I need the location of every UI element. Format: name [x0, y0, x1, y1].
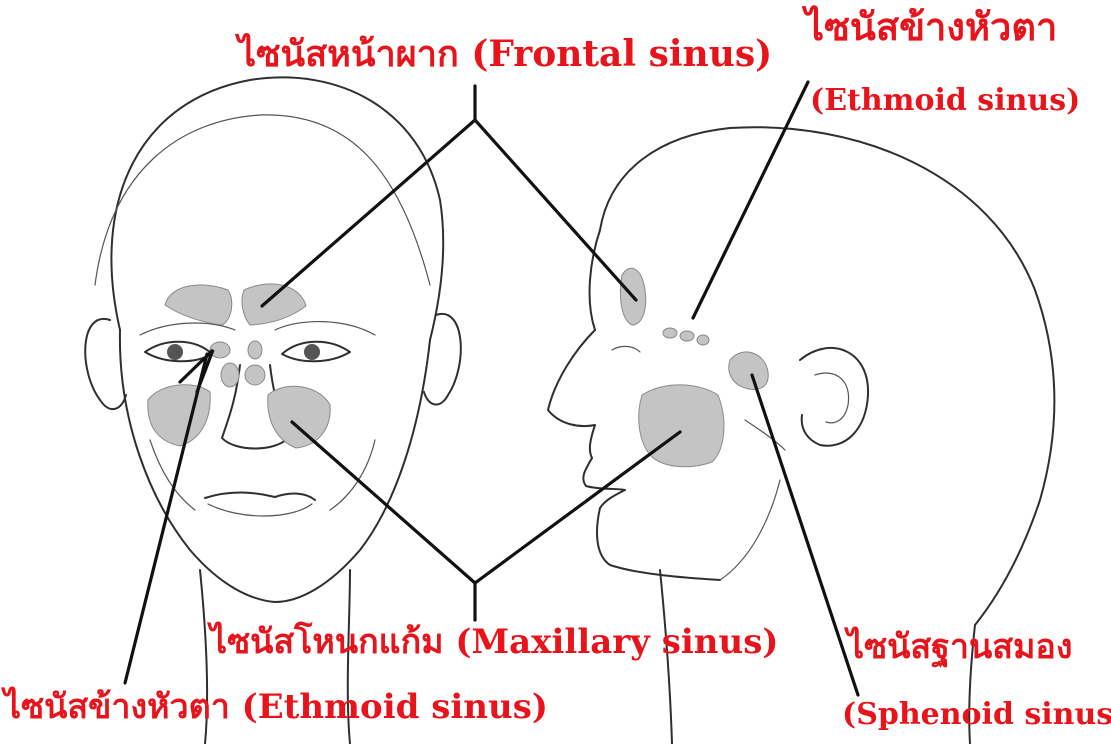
front-ethmoid-sinus-mid [248, 341, 262, 359]
upper-lip [205, 493, 315, 500]
frontal-sinus-label: ไซนัสหน้าผาก (Frontal sinus) [238, 36, 772, 72]
front-ethmoid-sinus-right [245, 365, 265, 385]
profile-ear-inner [815, 373, 849, 423]
lower-lip [208, 504, 312, 516]
front-maxillary-sinus-left [148, 385, 210, 446]
frontal-leader-to-front-face [262, 120, 475, 306]
sphenoid-sinus-label-english: (Sphenoid sinus) [842, 700, 1111, 730]
profile-eye [612, 346, 640, 352]
right-iris [304, 344, 320, 360]
frontal-leader-to-profile [475, 120, 636, 300]
hairline [95, 115, 430, 285]
profile-ear [800, 348, 868, 446]
maxillary-leader-to-profile [475, 432, 680, 583]
front-sphenoid-sinus [221, 363, 239, 387]
profile-nose [548, 330, 595, 458]
front-jaw-outline [120, 330, 430, 602]
ethmoid-top-leader [693, 82, 808, 318]
profile-jawline [720, 480, 780, 580]
profile-forehead [590, 230, 600, 330]
profile-chin [597, 508, 720, 580]
right-ear [424, 314, 461, 405]
maxillary-leader-to-front-face [292, 422, 475, 583]
ethmoid-sinus-label-thai-top: ไซนัสข้างหัวตา [805, 8, 1057, 46]
maxillary-sinus-label: ไซนัสโหนกแก้ม (Maxillary sinus) [210, 625, 778, 659]
profile-sphenoid-sinus [729, 352, 768, 390]
left-iris [167, 344, 183, 360]
sphenoid-sinus-label-thai: ไซนัสฐานสมอง [847, 630, 1072, 664]
right-brow [275, 322, 375, 335]
ethmoid-sinus-label-english-top: (Ethmoid sinus) [810, 86, 1080, 116]
ethmoid-sinus-label-bottom: ไซนัสข้างหัวตา (Ethmoid sinus) [4, 690, 548, 724]
profile-cheek [745, 420, 785, 450]
front-frontal-sinus-right [242, 284, 306, 325]
profile-ethmoid-sinus-2 [680, 331, 694, 341]
profile-ethmoid-sinus-1 [663, 328, 677, 338]
front-frontal-sinus-left [165, 285, 232, 325]
front-maxillary-sinus-right [268, 386, 330, 448]
profile-ethmoid-sinus-3 [697, 335, 709, 345]
profile-head-outline [600, 127, 1054, 625]
